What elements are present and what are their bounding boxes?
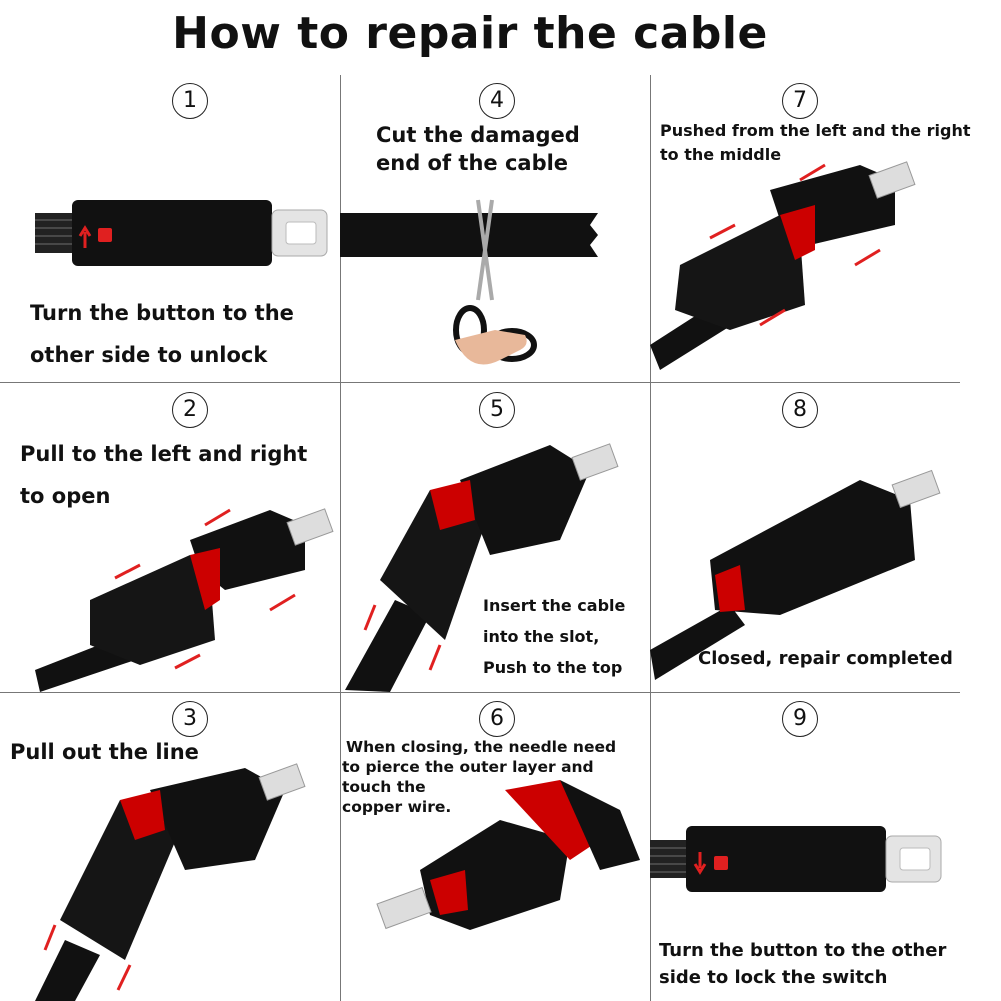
instruction-line: copper wire. [342, 798, 452, 816]
step-2-instructions: Pull to the left and right to open [20, 433, 307, 517]
step-number: 5 [479, 392, 515, 428]
step-9-instructions: Turn the button to the other side to loc… [659, 937, 946, 991]
instruction-line: end of the cable [376, 151, 569, 175]
instruction-line: to open [20, 484, 111, 508]
step-number: 1 [172, 83, 208, 119]
instruction-line: Pushed from the left and the right [660, 121, 971, 140]
step-number: 7 [782, 83, 818, 119]
instruction-line: Insert the cable [483, 596, 626, 615]
step-number: 8 [782, 392, 818, 428]
step-4-instructions: Cut the damaged end of the cable [376, 121, 580, 177]
scissors-cut-illustration [340, 199, 598, 365]
instruction-line: Turn the button to the other [659, 940, 947, 961]
step-8-instructions: Closed, repair completed [698, 645, 953, 672]
needle-pierce-illustration [376, 780, 640, 930]
closed-cable-illustration [650, 469, 941, 680]
grid-divider [340, 75, 341, 1001]
instruction-line: When closing, the needle need [346, 738, 617, 756]
insert-cable-illustration [345, 443, 619, 692]
instruction-line: touch the [342, 778, 426, 796]
step-7-instructions: Pushed from the left and the right to th… [660, 119, 971, 167]
instruction-line: side to lock the switch [659, 967, 888, 988]
cable-locked-illustration [35, 200, 328, 266]
instruction-line: other side to unlock [30, 343, 268, 367]
grid-divider [650, 75, 651, 1001]
step-number: 4 [479, 83, 515, 119]
step-3-instructions: Pull out the line [10, 731, 199, 773]
instruction-line: Cut the damaged [376, 123, 580, 147]
page-title: How to repair the cable [172, 8, 768, 59]
instruction-line: Pull out the line [10, 740, 199, 764]
grid-divider [0, 382, 960, 383]
push-to-middle-illustration [650, 161, 916, 370]
step-number: 2 [172, 392, 208, 428]
step-6-instructions: When closing, the needle need to pierce … [342, 737, 616, 817]
step-number: 6 [479, 701, 515, 737]
cable-lock-illustration [650, 826, 942, 892]
instruction-line: into the slot, [483, 627, 600, 646]
instruction-line: to the middle [660, 145, 782, 164]
pull-open-illustration [35, 508, 334, 692]
instruction-line: Turn the button to the [30, 301, 294, 325]
step-5-instructions: Insert the cable into the slot, Push to … [483, 590, 625, 683]
step-number: 3 [172, 701, 208, 737]
instruction-line: Closed, repair completed [698, 648, 953, 669]
grid-divider [0, 692, 960, 693]
step-1-instructions: Turn the button to the other side to unl… [30, 292, 294, 376]
instruction-line: Push to the top [483, 658, 623, 677]
instruction-line: to pierce the outer layer and [342, 758, 594, 776]
instruction-line: Pull to the left and right [20, 442, 308, 466]
step-number: 9 [782, 701, 818, 737]
pull-out-line-illustration [35, 763, 306, 1001]
